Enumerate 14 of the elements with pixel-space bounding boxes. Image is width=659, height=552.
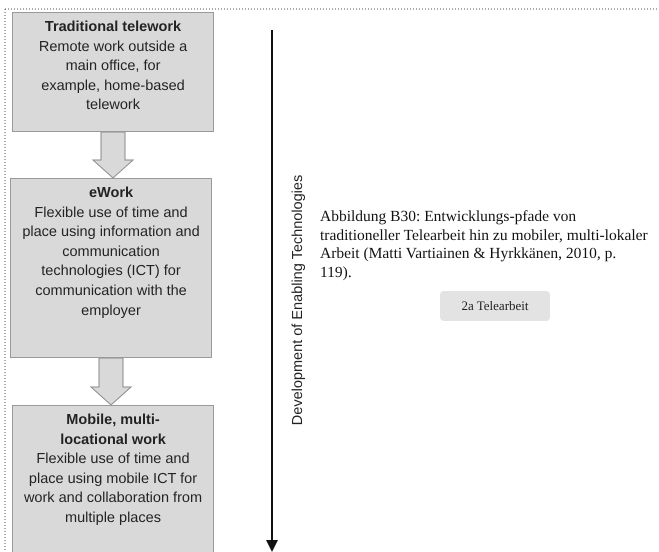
process-box [12, 405, 214, 552]
process-box [10, 178, 212, 358]
box-text: Flexible use of time and place using information and communication technologies (ICT) for communication with the employer [22, 204, 200, 321]
block-arrow [92, 132, 134, 179]
process-box [12, 12, 214, 132]
box-heading: Traditional telework [44, 18, 182, 37]
axis-label: Development of Enabling Technologies [290, 174, 306, 426]
box-heading: Mobile, multi-locational work [59, 411, 167, 450]
figure-caption: Abbildung B30: Entwicklungs-pfade von traditioneller Telearbeit hin zu mobiler, multi-lokaler Arbeit (Matti Vartiainen & Hyrkkänen, 2010, p. 119). [320, 208, 649, 282]
tag-label: 2a Telearbeit [440, 291, 550, 321]
box-text: Remote work outside a main office, for example, home-based telework [38, 38, 188, 116]
box-heading: eWork [88, 184, 134, 203]
box-text: Flexible use of time and place using mobile ICT for work and collaboration from multiple places [23, 450, 203, 528]
block-arrow [90, 358, 132, 406]
